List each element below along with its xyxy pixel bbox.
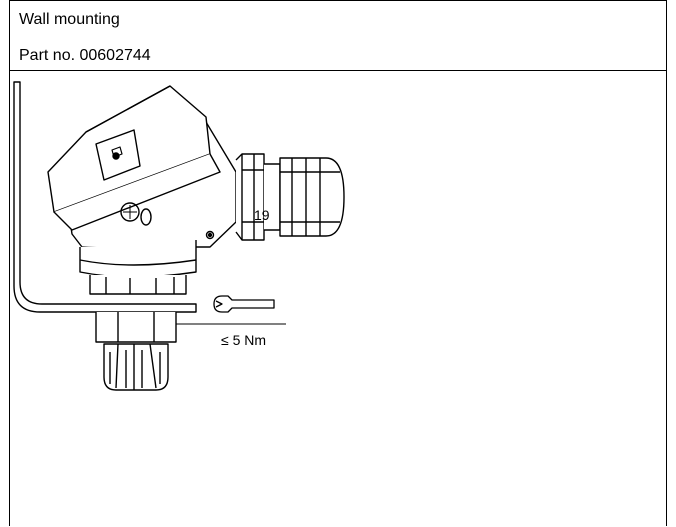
wall-bracket — [13, 81, 197, 313]
part-number: Part no. 00602744 — [19, 47, 151, 64]
wrench-size-label: 19 — [254, 207, 270, 223]
document-table: Wall mounting Part no. 00602744 — [9, 0, 667, 526]
bottom-cable-gland — [89, 275, 187, 391]
transmitter-housing — [47, 85, 237, 278]
torque-label: ≤ 5 Nm — [221, 332, 267, 348]
document-title: Wall mounting — [19, 11, 120, 28]
wrench-icon — [213, 295, 275, 313]
mounting-illustration: 19 ≤ 5 Nm — [10, 72, 666, 527]
part-number-row: Part no. 00602744 — [10, 35, 666, 71]
right-cable-gland — [235, 153, 345, 241]
title-row: Wall mounting — [10, 1, 666, 35]
